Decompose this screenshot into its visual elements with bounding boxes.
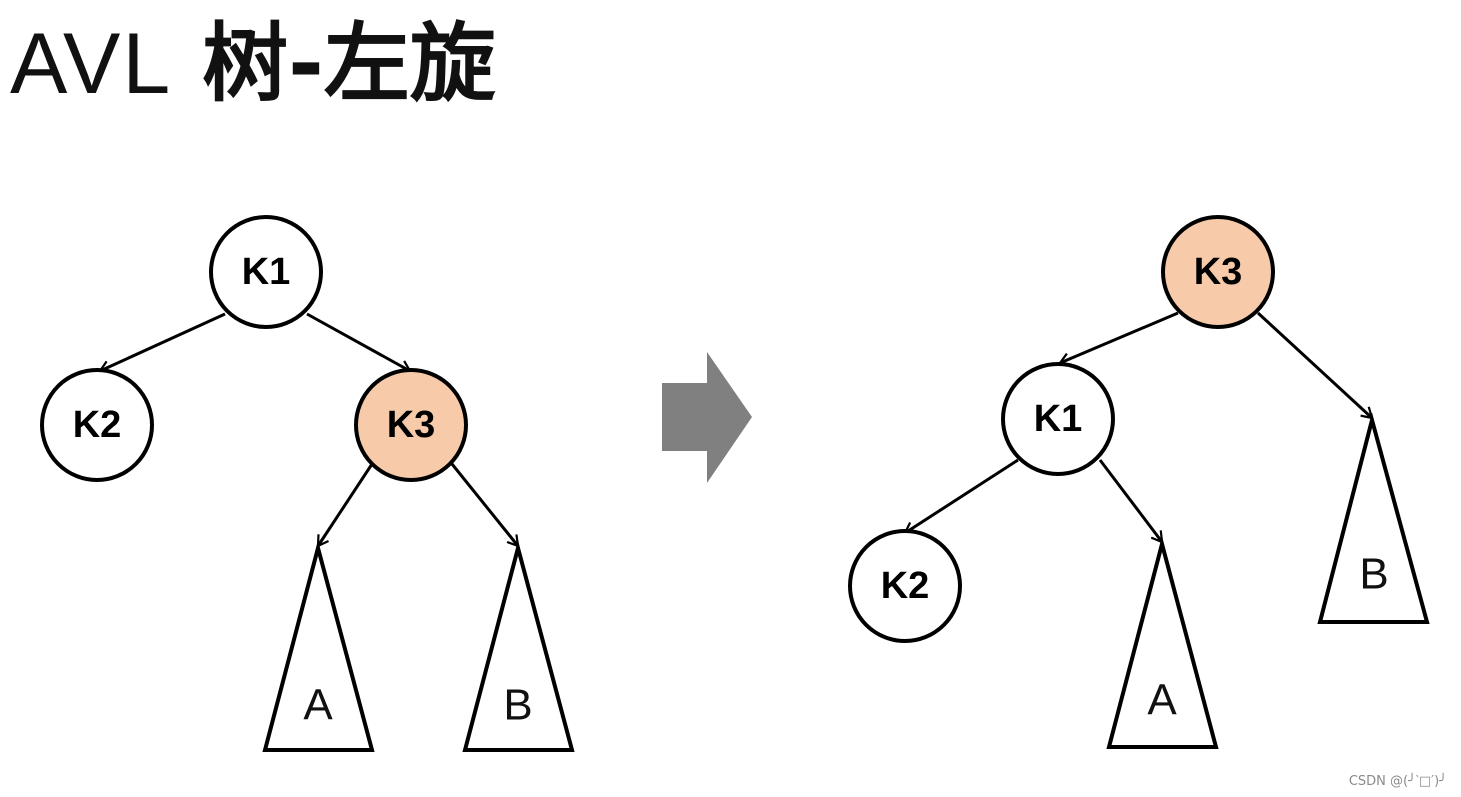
subtree-label: B	[1359, 550, 1388, 599]
subtree-triangle	[262, 540, 375, 752]
edge-k3-b	[450, 463, 520, 548]
edge-k3-b	[1256, 311, 1374, 420]
before-node-k2: K2	[40, 368, 154, 482]
before-subtree-a: A	[262, 540, 375, 752]
watermark: CSDN @(╯‵□′)╯	[1348, 774, 1447, 789]
edge-k1-k3	[306, 312, 412, 373]
page-title: AVL 树-左旋	[10, 14, 496, 114]
subtree-triangle	[1317, 412, 1430, 624]
node-label: K3	[1194, 251, 1243, 293]
subtree-label: A	[1147, 676, 1177, 725]
before-node-k1: K1	[209, 215, 323, 329]
node-circle	[40, 368, 154, 482]
node-circle-highlighted	[354, 368, 468, 482]
node-circle-highlighted	[1161, 215, 1275, 329]
edge-k3-a	[316, 463, 374, 548]
node-label: K1	[1034, 398, 1083, 440]
after-node-k2: K2	[848, 529, 962, 643]
subtree-triangle	[1106, 536, 1219, 749]
before-subtree-b: B	[462, 540, 575, 752]
edge-k1-a	[1098, 459, 1164, 544]
edge-k1-k2	[903, 458, 1019, 535]
title-prefix: AVL	[10, 16, 173, 112]
node-label: K2	[73, 404, 122, 446]
before-node-k3: K3	[354, 368, 468, 482]
after-node-k3: K3	[1161, 215, 1275, 329]
subtree-label: A	[303, 681, 333, 730]
subtree-triangle	[462, 540, 575, 752]
title-rest: 树-左旋	[172, 14, 496, 114]
after-node-k1: K1	[1001, 362, 1115, 476]
after-subtree-a: A	[1106, 536, 1219, 749]
before-tree: K1 K2 K3 A B	[40, 215, 575, 752]
edge-k3-k1	[1058, 311, 1179, 366]
subtree-label: B	[503, 681, 532, 730]
node-circle	[848, 529, 962, 643]
after-tree: K3 K1 K2 A B	[848, 215, 1430, 749]
edge-k1-k2	[98, 312, 226, 374]
node-label: K3	[387, 404, 436, 446]
after-subtree-b: B	[1317, 412, 1430, 624]
node-label: K1	[242, 251, 291, 293]
node-label: K2	[881, 565, 930, 607]
node-circle	[209, 215, 323, 329]
transform-arrow-icon	[662, 352, 752, 483]
node-circle	[1001, 362, 1115, 476]
